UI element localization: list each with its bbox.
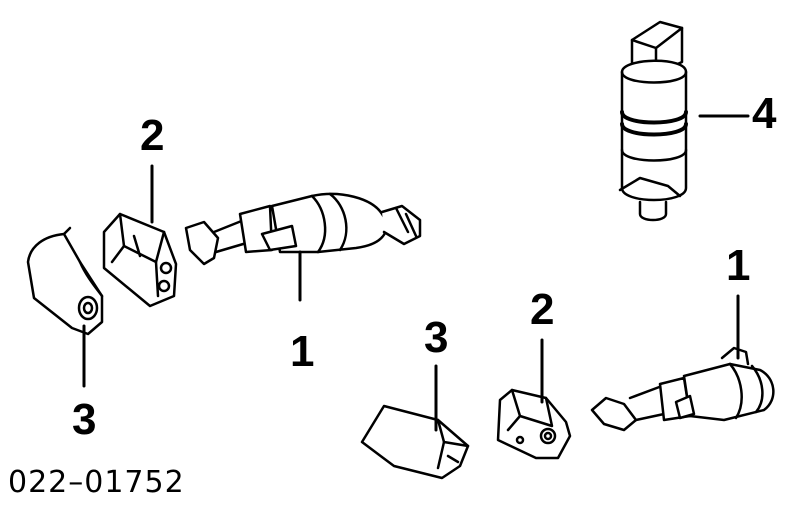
bracket-part-2-upper <box>102 164 178 308</box>
cover-part-3-lower <box>360 364 470 480</box>
nozzle-part-1-upper <box>184 192 422 302</box>
callout-2-lower: 2 <box>530 285 555 334</box>
callout-1-lower: 1 <box>726 241 751 290</box>
nozzle-part-1-lower <box>590 294 775 432</box>
cover-part-3-upper <box>26 226 104 388</box>
callout-4: 4 <box>752 89 777 138</box>
washer-pump-part-4 <box>618 20 750 222</box>
callout-3-upper: 3 <box>72 395 97 444</box>
callout-3-lower: 3 <box>424 313 449 362</box>
callout-1-upper: 1 <box>290 327 315 376</box>
callout-2-upper: 2 <box>140 111 165 160</box>
bracket-part-2-lower <box>496 338 572 460</box>
part-number-code: 022–01752 <box>8 465 185 500</box>
